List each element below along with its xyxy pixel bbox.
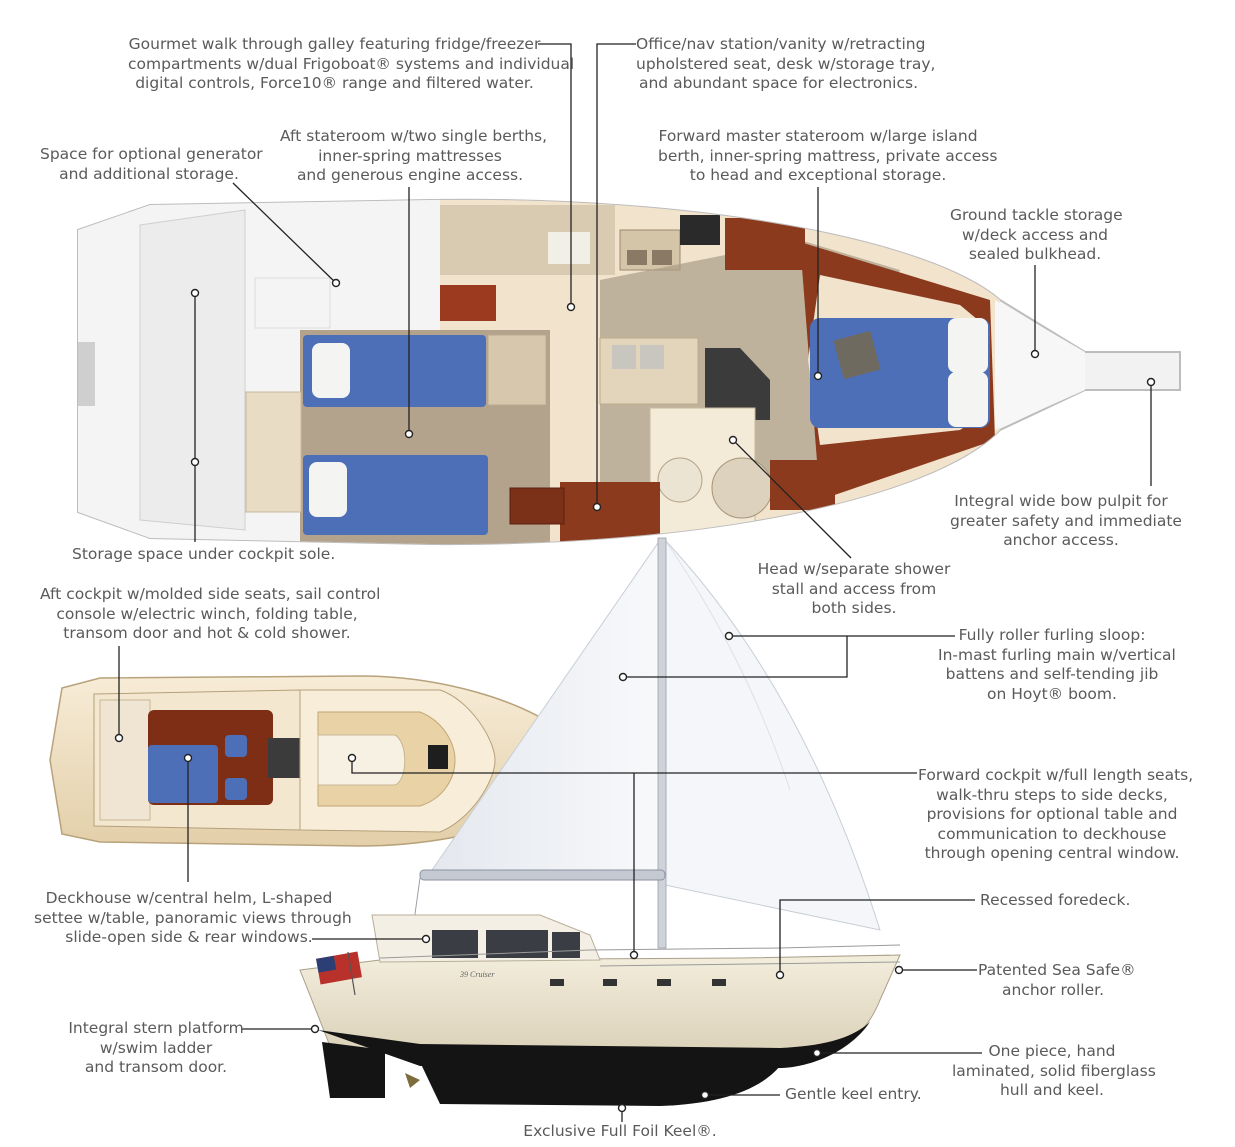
callout-pulpit: Integral wide bow pulpit for greater saf… (950, 492, 1182, 549)
callout-dots (114, 278, 1156, 1113)
flag (316, 951, 362, 996)
dot-foredeck (775, 970, 785, 980)
callout-forward-master: Forward master stateroom w/large island … (658, 127, 998, 184)
dot-keel-entry (700, 1090, 710, 1100)
dot-aft-stateroom (404, 429, 414, 439)
callout-aft-stateroom: Aft stateroom w/two single berths, inner… (280, 127, 548, 184)
callout-galley: Gourmet walk through galley featuring fr… (128, 35, 575, 92)
dot-aft-cockpit (114, 733, 124, 743)
callout-full-foil-keel: Exclusive Full Foil Keel®. (523, 1122, 717, 1140)
dot-stern-platform (310, 1024, 320, 1034)
dot-anchor-roller (894, 965, 904, 975)
dot-galley (566, 302, 576, 312)
dot-pulpit (1146, 377, 1156, 387)
callout-generator: Space for optional generator and additio… (40, 145, 263, 183)
callout-aft-cockpit: Aft cockpit w/molded side seats, sail co… (40, 585, 381, 642)
dot-cockpit-sole-1 (190, 288, 200, 298)
dot-forward-cockpit (347, 753, 357, 763)
dot-hull (812, 1048, 822, 1058)
dot-forward-master (813, 371, 823, 381)
interior-plan (77, 198, 1181, 546)
callout-anchor-roller: Patented Sea Safe® anchor roller. (978, 961, 1136, 999)
callout-ground-tackle: Ground tackle storage w/deck access and … (950, 206, 1123, 263)
hull-name-text: 39 Cruiser (459, 970, 495, 979)
callout-cockpit-sole: Storage space under cockpit sole. (72, 545, 336, 563)
dot-sloop-main (618, 672, 628, 682)
callout-forward-cockpit: Forward cockpit w/full length seats, wal… (918, 766, 1194, 862)
callout-hull: One piece, hand laminated, solid fibergl… (952, 1042, 1156, 1099)
dot-office (592, 502, 602, 512)
dot-deckhouse-side (421, 934, 431, 944)
callout-foredeck: Recessed foredeck. (980, 891, 1131, 909)
dot-full-foil-keel (617, 1103, 627, 1113)
dot-ground-tackle (1030, 349, 1040, 359)
callout-deckhouse: Deckhouse w/central helm, L-shaped sette… (34, 889, 352, 946)
callout-head: Head w/separate shower stall and access … (757, 560, 951, 617)
side-profile: 39 Cruiser (299, 537, 901, 1106)
dot-cockpit-sole-2 (190, 457, 200, 467)
dot-head (728, 435, 738, 445)
callout-stern-platform: Integral stern platform w/swim ladder an… (68, 1019, 244, 1076)
dot-forward-cockpit-side (629, 950, 639, 960)
leader-lines (118, 43, 1152, 1122)
dot-deckhouse (183, 753, 193, 763)
callout-keel-entry: Gentle keel entry. (785, 1085, 922, 1103)
dot-generator (331, 278, 341, 288)
callout-office: Office/nav station/vanity w/retracting u… (636, 35, 936, 92)
callout-sloop: Fully roller furling sloop: In-mast furl… (938, 626, 1176, 703)
dot-sloop-jib (724, 631, 734, 641)
